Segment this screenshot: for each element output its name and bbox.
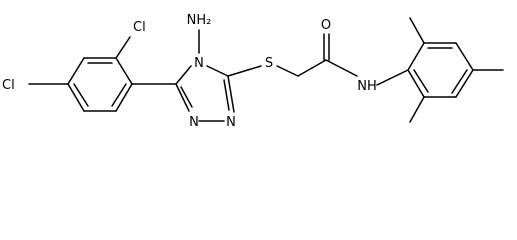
molecule-svg: NH₂ N N N S O NH Cl Cl [2,13,504,130]
bond-n4-c3 [175,65,192,85]
bond-n1-c5 [227,75,235,113]
bond-ms-c1-c2 [407,42,425,71]
bond-ph-c6-c1 [115,83,133,112]
bond-c3-n2 [175,83,190,112]
bond-ph-c4-c5 [67,83,85,112]
atom-label-cl-para: Cl [2,78,15,93]
bond-ph-c3-c4 [67,57,85,85]
atom-label-n2: N [189,115,199,130]
bond-methyl-bottom [409,96,425,123]
bond-ms-c3-c4 [455,42,474,71]
bond-carbonyl-nh [325,59,358,77]
bond-ms-c4-c5-double [451,69,468,94]
bond-c3-n2-double [180,86,193,108]
bond-ms-c4-c5 [455,69,474,98]
bond-nh-mesityl [376,69,409,86]
atom-label-amide-nh: NH [357,79,377,94]
bond-ch2-carbonyl [297,59,327,77]
molecule-structure-diagram: NH₂ N N N S O NH Cl Cl [2,13,504,130]
bond-ms-c6-c1-double [413,69,429,93]
bond-s-ch2 [276,65,299,77]
atom-label-n1: N [226,115,236,130]
bond-ms-c6-c1 [407,69,425,98]
bond-n4-c5 [206,65,229,77]
bond-ph-c1-c2 [115,57,133,85]
atom-label-nh2: NH₂ [187,13,212,28]
triazole-ring [175,65,235,122]
mesityl-ring [407,17,504,123]
atom-label-sulfur: S [265,56,273,71]
dichlorophenyl-ring [28,36,177,112]
bond-methyl-top [409,17,425,44]
bond-n1-c5-double [223,79,230,111]
atom-label-oxygen: O [321,18,331,33]
bond-c5-s [227,65,262,77]
bond-c2-cl-ortho [115,36,131,59]
atom-label-cl-ortho: Cl [133,20,146,35]
bond-ph-c6-c1-double [111,83,127,107]
atom-label-n4: N [194,56,204,71]
bond-ph-c4-c5-double [73,83,89,107]
